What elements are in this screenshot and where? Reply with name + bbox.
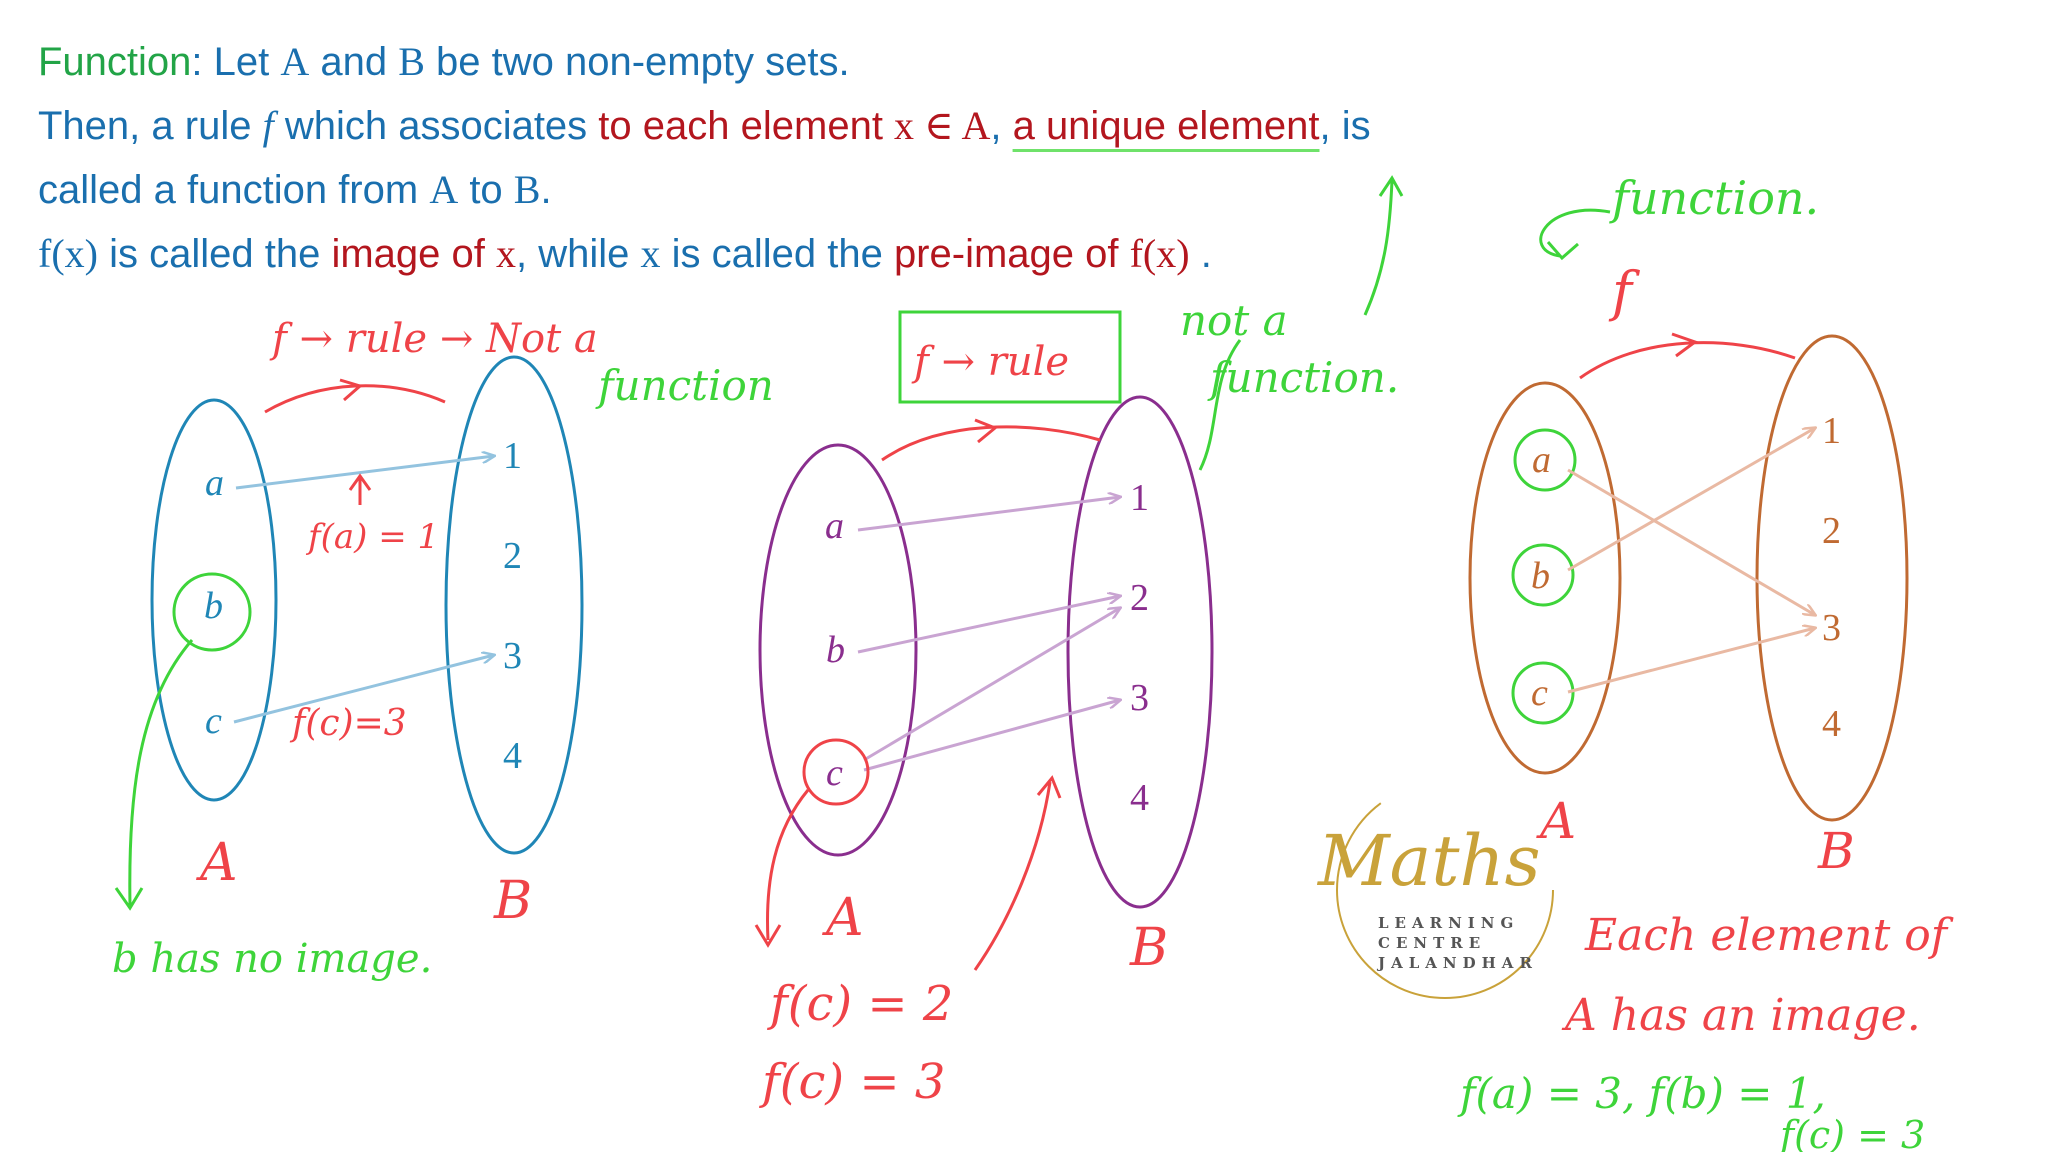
set-b-ellipse-3 [1755,334,1909,822]
arrow-b2-to-2 [857,596,1120,654]
note-has-image: A has an image. [1561,990,1921,1041]
note-function-1: function [595,361,774,410]
set-label-a-3: A [1536,792,1576,850]
arrow-b3-to-1 [1567,428,1815,572]
pointer-c2-down [754,789,810,948]
set-a-ellipse-2 [758,443,918,857]
logo-line-1: LEARNING [1378,914,1519,932]
definition-line-4: f(x) is called the image of x, while x i… [38,231,1212,276]
element-4-2: 4 [1130,777,1149,819]
green-hook-3 [1539,208,1611,261]
definition-line-1: Function: Let A and B be two non-empty s… [38,39,850,84]
unique-element-phrase: a unique element [1012,104,1320,148]
element-4-3: 4 [1822,703,1841,745]
rule-arc-2-head [974,418,998,444]
set-b-ellipse-2 [1066,395,1214,909]
note-function-3: function. [1609,171,1819,225]
diagram-3: a b c 1 2 3 4 f function. A B Each eleme… [1457,171,1954,1152]
element-a-3: a [1532,439,1551,481]
set-label-b-2: B [1129,918,1168,978]
set-b-ellipse-1 [444,355,584,855]
element-2-2: 2 [1130,577,1149,619]
element-4: 4 [503,735,522,777]
logo: Maths LEARNING CENTRE JALANDHAR [1316,781,1554,999]
arrow-c2-to-3 [863,700,1120,772]
note-fc: f(c)=3 [289,703,407,744]
highlight-a3-circle [1513,428,1577,492]
pointer-b-down-head [114,887,144,911]
set-label-b-3: B [1817,822,1855,880]
arrow-c2-to-2 [863,608,1120,762]
diagram-2: a b c 1 2 3 4 f → rule not a function. A… [754,175,1404,1110]
note-fc2: f(c) = 2 [767,976,953,1032]
note-function-2: function. [1207,353,1399,402]
note-fc3: f(c) = 3 [759,1054,945,1110]
logo-line-2: CENTRE [1378,934,1486,952]
arrow-a3-to-3 [1567,468,1815,615]
set-label-a-2: A [822,888,864,948]
logo-script: Maths [1316,820,1541,902]
element-a-2: a [825,505,844,547]
definition-line-3: called a function from A to B. [38,167,552,212]
rule-arc-2 [881,425,1101,462]
element-1-3: 1 [1822,410,1841,452]
diagram-1: a b c 1 2 3 4 f → rule → Not a function … [112,316,774,982]
rule-box-2 [898,310,1122,404]
set-label-a-1: A [196,833,238,893]
green-pointer-unique [1363,175,1404,316]
note-not-a-2: not a [1180,296,1288,345]
arrow-c-to-3 [233,655,494,724]
note-rule-2: f → rule [911,339,1069,385]
set-a-ellipse-3 [1468,381,1622,775]
element-1: 1 [503,435,522,477]
rule-arc-3-head [1671,332,1699,358]
element-2: 2 [503,535,522,577]
highlight-c2-circle [802,738,870,806]
logo-ring [1336,781,1554,999]
highlight-b-circle [172,572,252,652]
note-values-2: f(c) = 3 [1777,1113,1925,1152]
note-values: f(a) = 3, f(b) = 1, [1457,1069,1826,1118]
logo-line-3: JALANDHAR [1376,954,1538,972]
element-b-2: b [826,629,845,671]
function-definition: Function: Let A and B be two non-empty s… [38,30,1638,286]
pointer-up-b2 [973,775,1062,971]
note-no-image: b has no image. [112,936,432,982]
rule-arc-3 [1579,341,1796,380]
note-each-element: Each element of [1584,910,1954,961]
element-b: b [204,585,223,627]
highlight-b3-circle [1511,543,1575,607]
element-c: c [205,700,222,742]
arrow-c3-to-3 [1567,628,1815,694]
element-3-3: 3 [1822,607,1841,649]
note-f-3: f [1608,260,1640,323]
arrow-a-to-1 [235,456,494,490]
element-c-3: c [1531,672,1548,714]
rule-arc-1-head [339,378,364,402]
set-a-ellipse-1 [150,398,278,802]
element-2-3: 2 [1822,510,1841,552]
element-b-3: b [1531,555,1550,597]
element-3-2: 3 [1130,677,1149,719]
arrow-a2-to-1 [857,497,1120,532]
highlight-c3-circle [1511,661,1575,725]
pointer-b-down [128,639,194,906]
element-3: 3 [503,635,522,677]
element-1-2: 1 [1130,477,1149,519]
set-label-b-1: B [493,871,532,931]
note-fa: f(a) = 1 [305,517,439,557]
element-a: a [205,462,224,504]
definition-line-2: Then, a rule f which associates to each … [38,103,1371,148]
green-connector-2 [1198,339,1242,471]
term-function: Function [38,40,192,84]
note-rule-1: f → rule → Not a [269,316,598,362]
element-c-2: c [826,752,843,794]
pointer-fa [348,473,372,505]
